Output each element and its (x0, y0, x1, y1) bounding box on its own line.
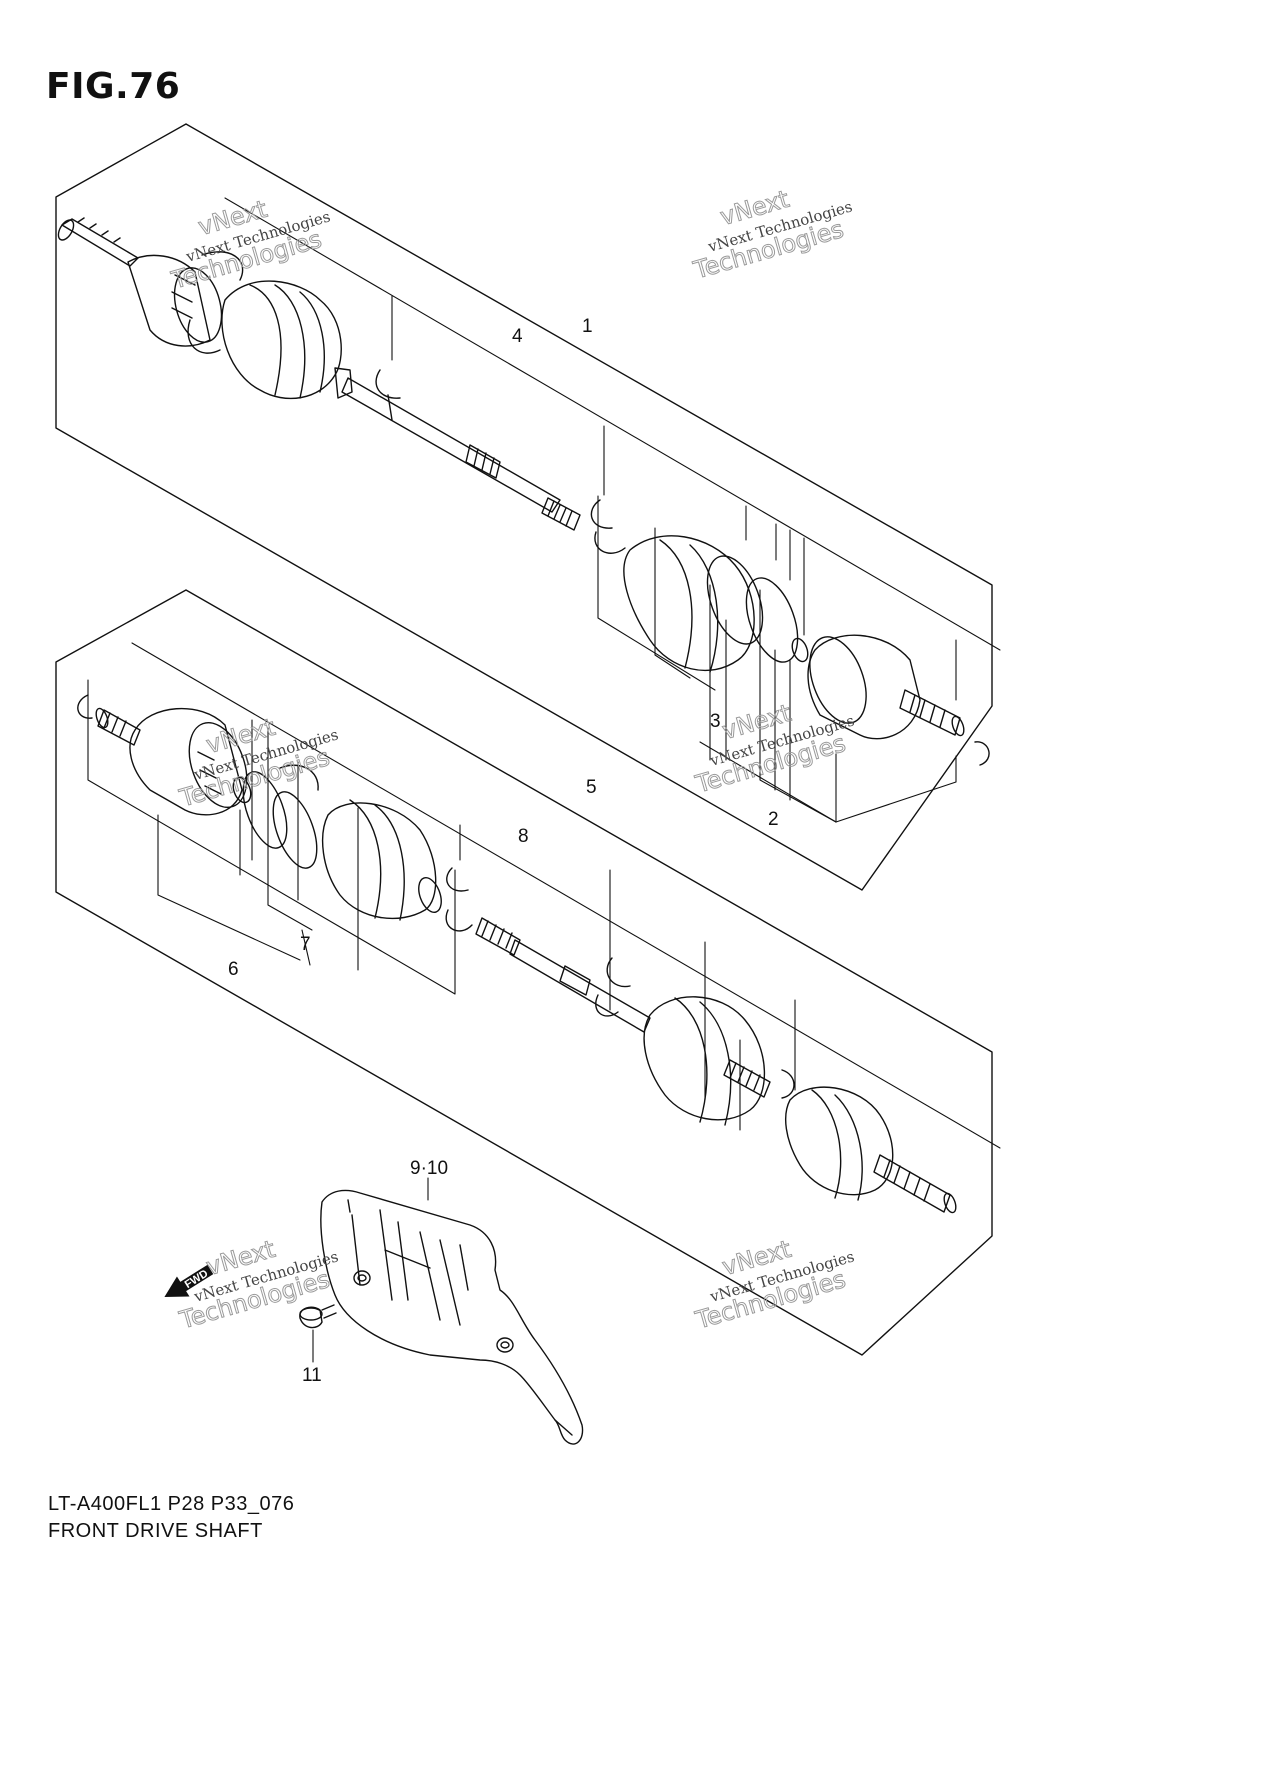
lower-drive-shaft (77, 694, 957, 1214)
watermark: vNext vNext Technologies Technologies (691, 1234, 856, 1335)
watermark: vNext vNext Technologies Technologies (175, 712, 340, 813)
watermark: vNext vNext Technologies Technologies (689, 184, 854, 285)
callout-3: 3 (710, 711, 721, 732)
callout-5: 5 (586, 777, 597, 798)
callout-6: 6 (228, 959, 239, 980)
callout-8: 8 (518, 826, 529, 847)
callout-2: 2 (768, 809, 779, 830)
model-code: LT-A400FL1 P28 P33_076 (48, 1493, 295, 1515)
lower-callout-brackets (87, 642, 1001, 1149)
shaft-guard-plate (320, 1189, 584, 1445)
callout-numbers: 1 4 3 2 5 8 7 6 9·10 11 (228, 316, 779, 1386)
callout-7: 7 (300, 934, 311, 955)
figure-title: FIG.76 (46, 66, 181, 107)
callout-1: 1 (582, 316, 593, 337)
guard-bolt (299, 1304, 337, 1363)
watermark-group: vNext vNext Technologies Technologies vN… (167, 184, 856, 1335)
callout-11: 11 (302, 1365, 322, 1386)
lower-assembly-frame (55, 589, 993, 1356)
callout-9-10: 9·10 (410, 1158, 448, 1179)
upper-assembly-frame (55, 123, 993, 891)
diagram-caption: FRONT DRIVE SHAFT (48, 1520, 263, 1542)
upper-callout-brackets (224, 197, 1001, 823)
callout-4: 4 (512, 326, 523, 347)
upper-drive-shaft (57, 217, 990, 766)
